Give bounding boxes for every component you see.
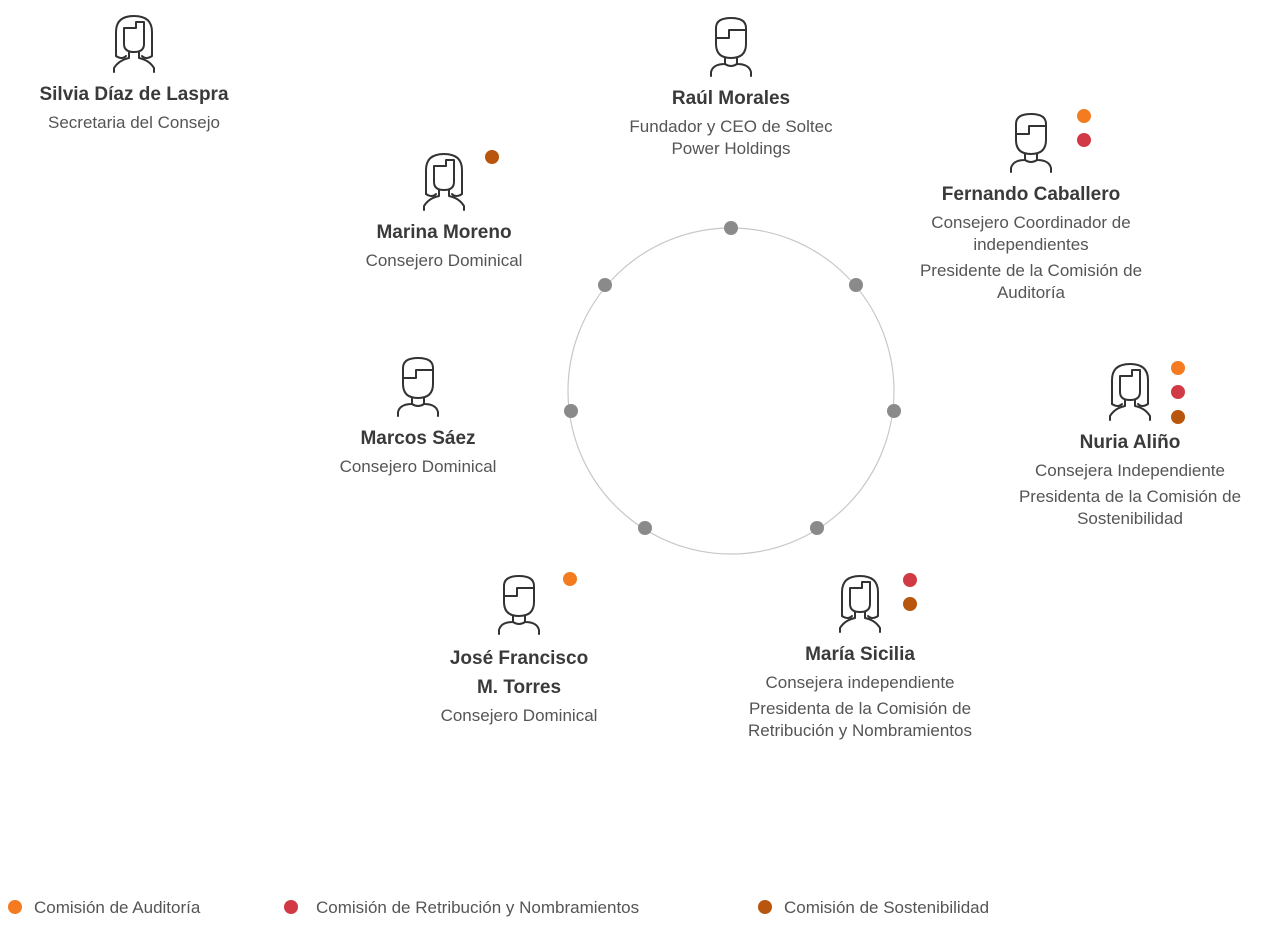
person-role: Secretaria del Consejo xyxy=(48,113,220,132)
committee-dot-auditoria xyxy=(1077,109,1091,123)
person-name-line1: José Francisco xyxy=(449,648,589,669)
legend-label: Comisión de Sostenibilidad xyxy=(784,898,990,917)
legend-label: Comisión de Retribución y Nombramientos xyxy=(316,898,640,917)
legend-item-auditoria: Comisión de Auditoría xyxy=(8,896,200,920)
ring-node-bottom-left xyxy=(638,521,652,535)
committee-dot-sostenibilidad xyxy=(1171,410,1185,424)
person-name: María Sicilia xyxy=(805,644,915,665)
committee-dot-auditoria xyxy=(563,572,577,586)
male-avatar-icon xyxy=(397,357,439,417)
ring-node-right xyxy=(887,404,901,418)
male-avatar-icon xyxy=(1010,113,1052,173)
person-fernando: Fernando Caballero Consejero Coordinador… xyxy=(898,110,1164,304)
person-marcos: Marcos Sáez Consejero Dominical xyxy=(284,354,552,478)
person-role: Consejera independiente xyxy=(765,673,955,692)
male-avatar-icon xyxy=(498,575,540,635)
legend-dot-retribucion xyxy=(284,900,298,914)
person-role: Fundador y CEO de Soltec Power Holdings xyxy=(629,117,833,158)
ring-node-top-left xyxy=(598,278,612,292)
committee-dot-sostenibilidad xyxy=(485,150,499,164)
person-name: Raúl Morales xyxy=(671,88,791,109)
committee-legend: Comisión de Auditoría Comisión de Retrib… xyxy=(0,896,1266,926)
person-name: Marina Moreno xyxy=(376,222,512,243)
person-role: Presidenta de la Comisión de Retribución… xyxy=(748,699,972,740)
committee-dot-retribucion xyxy=(1171,385,1185,399)
person-marina: Marina Moreno Consejero Dominical xyxy=(310,150,578,272)
committee-dot-retribucion xyxy=(1077,133,1091,147)
person-role: Consejero Dominical xyxy=(365,251,523,270)
committee-dot-sostenibilidad xyxy=(903,597,917,611)
legend-item-retribucion: Comisión de Retribución y Nombramientos xyxy=(284,896,639,920)
person-name: Nuria Aliño xyxy=(1079,432,1181,453)
female-avatar-icon xyxy=(839,575,881,633)
legend-dot-sostenibilidad xyxy=(758,900,772,914)
female-avatar-icon xyxy=(1109,363,1151,421)
person-role: Consejero Dominical xyxy=(440,706,598,725)
committee-dot-auditoria xyxy=(1171,361,1185,375)
person-role: Consejero Coordinador de independientes xyxy=(931,213,1131,254)
person-role: Presidente de la Comisión de Auditoría xyxy=(919,261,1143,302)
person-name: Marcos Sáez xyxy=(360,428,476,449)
person-role: Consejero Dominical xyxy=(339,457,497,476)
person-role: Presidenta de la Comisión de Sostenibili… xyxy=(1018,487,1242,528)
legend-item-sostenibilidad: Comisión de Sostenibilidad xyxy=(758,896,989,920)
legend-dot-auditoria xyxy=(8,900,22,914)
ring-outline xyxy=(567,227,895,555)
legend-label: Comisión de Auditoría xyxy=(34,898,201,917)
male-avatar-icon xyxy=(710,17,752,77)
ring-node-top-right xyxy=(849,278,863,292)
ring-node-top xyxy=(724,221,738,235)
ring-node-left xyxy=(564,404,578,418)
female-avatar-icon xyxy=(113,15,155,73)
person-raul: Raúl Morales Fundador y CEO de Soltec Po… xyxy=(598,14,864,160)
person-jose: José Francisco M. Torres Consejero Domin… xyxy=(384,572,654,727)
female-avatar-icon xyxy=(423,153,465,211)
person-name-line2: M. Torres xyxy=(476,677,562,698)
person-name: Silvia Díaz de Laspra xyxy=(39,84,229,105)
person-maria: María Sicilia Consejera independiente Pr… xyxy=(726,572,994,742)
ring-node-bottom-right xyxy=(810,521,824,535)
person-nuria: Nuria Aliño Consejera Independiente Pres… xyxy=(996,360,1264,530)
person-role: Consejera Independiente xyxy=(1035,461,1225,480)
committee-dot-retribucion xyxy=(903,573,917,587)
person-name: Fernando Caballero xyxy=(941,184,1121,205)
person-silvia: Silvia Díaz de Laspra Secretaria del Con… xyxy=(0,12,268,134)
